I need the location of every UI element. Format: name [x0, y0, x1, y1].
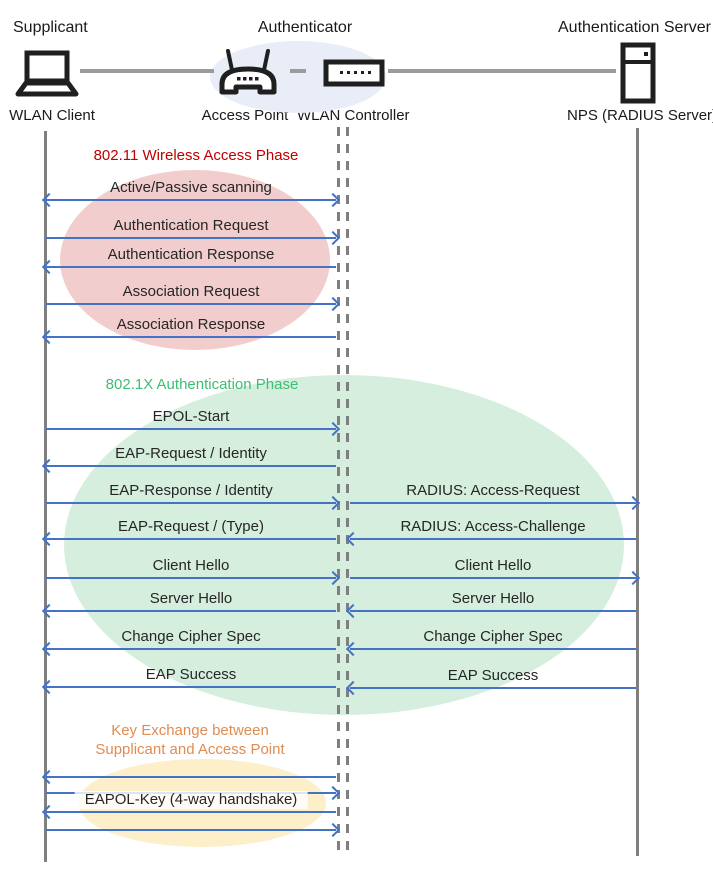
wlan-controller-icon: [323, 59, 385, 87]
message-label: Client Hello: [454, 557, 532, 574]
message-arrow: [345, 531, 636, 547]
label-access-point: Access Point: [201, 107, 289, 124]
message-label: Server Hello: [451, 590, 535, 607]
lifeline-wlan-client: [44, 131, 47, 862]
message-arrow: [46, 230, 341, 246]
message-arrow: [41, 192, 341, 208]
message-arrow: [41, 329, 336, 345]
message-label: Authentication Response: [107, 246, 275, 263]
message-arrow: [41, 458, 336, 474]
message-label: EAPOL-Key (4-way handshake): [74, 791, 308, 809]
message-label: RADIUS: Access-Challenge: [400, 518, 586, 535]
message-label: Change Cipher Spec: [121, 628, 261, 645]
lifeline-wlan-controller-outer: [337, 127, 340, 856]
access-point-icon: [216, 46, 280, 100]
message-arrow: [345, 603, 636, 619]
message-label: EAP-Response / Identity: [109, 482, 273, 499]
role-supplicant: Supplicant: [13, 19, 88, 36]
message-label: Client Hello: [152, 557, 230, 574]
link-client-ap: [80, 69, 214, 73]
message-label: Authentication Request: [113, 217, 269, 234]
message-arrow: [345, 680, 636, 696]
message-arrow: [41, 259, 336, 275]
message-arrow: [46, 421, 341, 437]
phase3-title: Key Exchange between Supplicant and Acce…: [95, 722, 285, 758]
message-label: Change Cipher Spec: [423, 628, 563, 645]
message-arrow: [46, 822, 341, 838]
message-arrow: [41, 769, 336, 785]
lifeline-wlan-controller-inner: [346, 127, 349, 856]
link-ap-controller: [290, 69, 306, 73]
message-label: EPOL-Start: [152, 408, 230, 425]
message-arrow: [41, 679, 336, 695]
message-arrow: [41, 603, 336, 619]
phase2-title: 802.1X Authentication Phase: [105, 376, 299, 393]
message-arrow: [350, 495, 641, 511]
message-label: EAP Success: [447, 667, 539, 684]
role-authenticator: Authenticator: [257, 19, 353, 36]
message-label: Association Response: [116, 316, 266, 333]
link-controller-server: [388, 69, 616, 73]
message-arrow: [46, 296, 341, 312]
label-wlan-client: WLAN Client: [9, 107, 95, 124]
message-label: EAP Success: [145, 666, 237, 683]
label-wlan-controller: WLAN Controller: [297, 107, 410, 124]
phase2-ellipse: [64, 375, 624, 715]
laptop-icon: [14, 50, 80, 98]
message-arrow: [46, 570, 341, 586]
lifeline-nps-server: [636, 128, 639, 856]
server-icon: [620, 42, 656, 104]
message-arrow: [46, 495, 341, 511]
message-label: Association Request: [122, 283, 260, 300]
message-label: RADIUS: Access-Request: [406, 482, 580, 499]
role-authentication-server: Authentication Server: [558, 19, 711, 36]
message-arrow: [41, 804, 336, 820]
phase1-title: 802.11 Wireless Access Phase: [93, 147, 299, 164]
message-label: EAP-Request / Identity: [115, 445, 267, 462]
message-arrow: [350, 570, 641, 586]
message-label: EAP-Request / (Type): [118, 518, 264, 535]
message-label: Server Hello: [149, 590, 233, 607]
message-label: Active/Passive scanning: [110, 179, 272, 196]
message-arrow: [41, 531, 336, 547]
label-nps-radius-server: NPS (RADIUS Server): [567, 107, 713, 124]
message-arrow: [41, 641, 336, 657]
message-arrow: [345, 641, 636, 657]
